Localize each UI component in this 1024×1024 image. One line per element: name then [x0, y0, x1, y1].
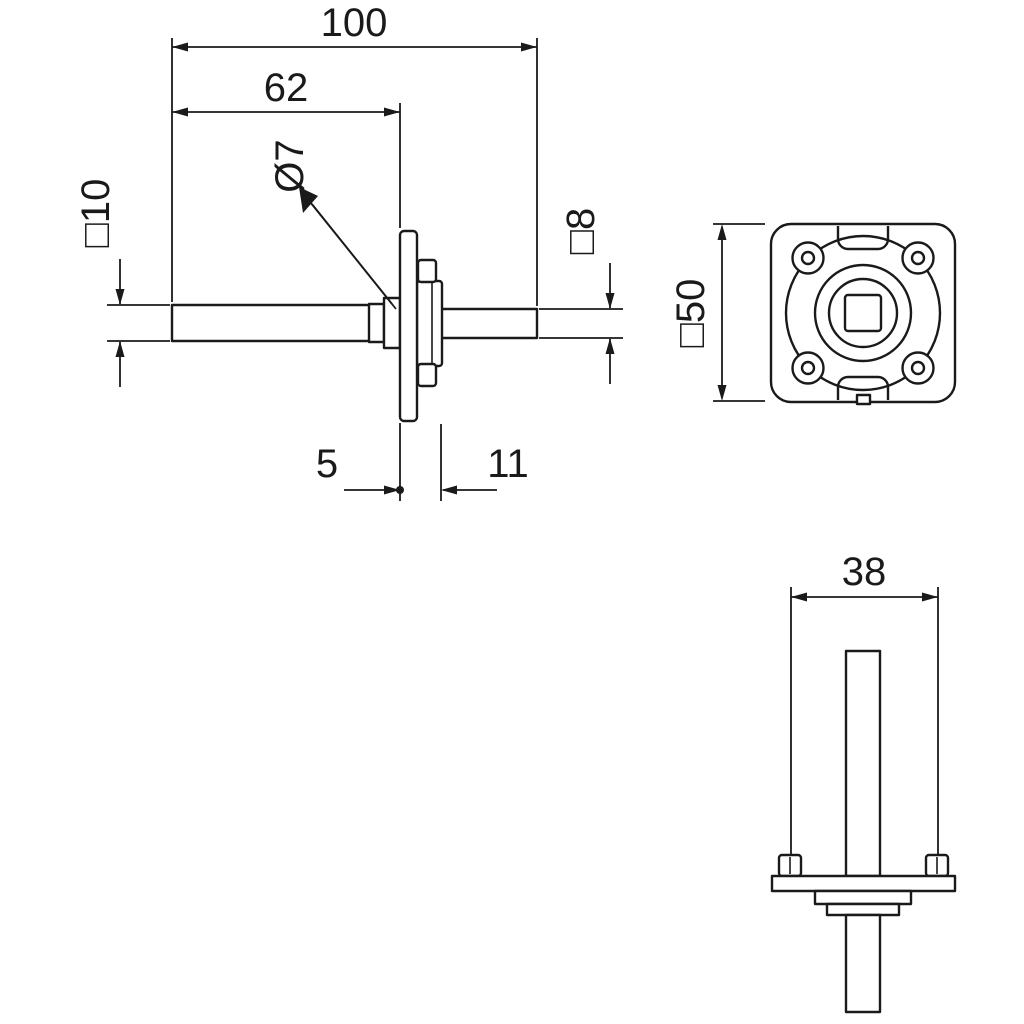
spindle-nut [367, 302, 386, 344]
arrowhead-up [605, 338, 615, 354]
arrowhead-left [172, 107, 188, 117]
arrowhead-down [605, 293, 615, 309]
rosette-inner-circle [827, 277, 899, 349]
dimension-dot [396, 486, 404, 494]
screw-hole-bottom-left [800, 360, 816, 376]
rosette-plate-edge [398, 229, 419, 423]
arrowhead-right [521, 42, 537, 52]
spindle-lower [844, 913, 882, 1014]
screw-hole-bottom-right [910, 360, 926, 376]
spindle-bar-right [439, 307, 539, 340]
dim-total-length-label: 100 [321, 1, 388, 45]
dim-plate-offset: 5 [316, 442, 404, 495]
dim-hole-diameter-label: Ø7 [268, 139, 312, 192]
arrowhead-left [172, 42, 188, 52]
leader-line [311, 203, 397, 310]
spindle-bar-left [170, 303, 402, 343]
rosette-outer-circle [784, 234, 942, 392]
screw-bottom [416, 362, 438, 388]
dim-flange-depth-label: 11 [487, 442, 529, 486]
dim-square-right: □8 [539, 208, 623, 384]
dim-grip-length-label: 62 [264, 66, 309, 110]
dim-plate-offset-label: 5 [316, 442, 338, 486]
dim-square-left: □10 [74, 179, 170, 387]
dim-total-length: 100 [171, 1, 538, 306]
square-spindle-hole [843, 293, 883, 333]
rosette-tab-top [836, 226, 890, 251]
dim-flange-depth: 11 [440, 424, 529, 501]
screw-boss-top-right [901, 241, 935, 275]
side-view-spindle [170, 229, 539, 423]
base-plate [770, 874, 957, 893]
dim-base-width: 38 [790, 550, 939, 855]
spindle-upper [844, 649, 882, 878]
spindle-washer [382, 296, 402, 350]
screw-hole-top-right [910, 250, 926, 266]
rosette-middle-circle [813, 263, 913, 363]
screw-hole-top-left [800, 250, 816, 266]
screw-boss-bottom-left [791, 351, 825, 385]
arrowhead-up [115, 341, 125, 357]
arrowhead-right [922, 592, 938, 602]
arrowhead-down [717, 385, 727, 401]
arrowhead-right [384, 107, 400, 117]
base-boss-upper [813, 889, 913, 906]
rosette-bottom-notch [855, 393, 872, 406]
leader-arrowhead [299, 187, 318, 213]
rosette-tab-bottom [836, 375, 890, 400]
dim-rosette-square: □50 [669, 223, 765, 402]
arrowhead-up [717, 224, 727, 240]
dim-grip-length: 62 [172, 66, 401, 501]
dim-square-right-label: □8 [559, 208, 603, 254]
arrowhead-down [115, 289, 125, 305]
arrowhead-left [791, 592, 807, 602]
screw-top [416, 258, 438, 284]
dim-rosette-square-label: □50 [669, 279, 713, 348]
base-boss-lower [825, 902, 901, 917]
screw-boss-top-left [791, 241, 825, 275]
dim-square-left-label: □10 [74, 179, 118, 248]
dim-base-width-label: 38 [842, 550, 887, 594]
callout-hole-diameter: Ø7 [268, 139, 397, 310]
rosette-flange [415, 279, 444, 368]
front-view-rosette [769, 222, 957, 406]
arrowhead-right [384, 485, 400, 495]
screw-boss-bottom-right [901, 351, 935, 385]
arrowhead-left [441, 485, 457, 495]
bottom-view-spindle [770, 649, 957, 1014]
